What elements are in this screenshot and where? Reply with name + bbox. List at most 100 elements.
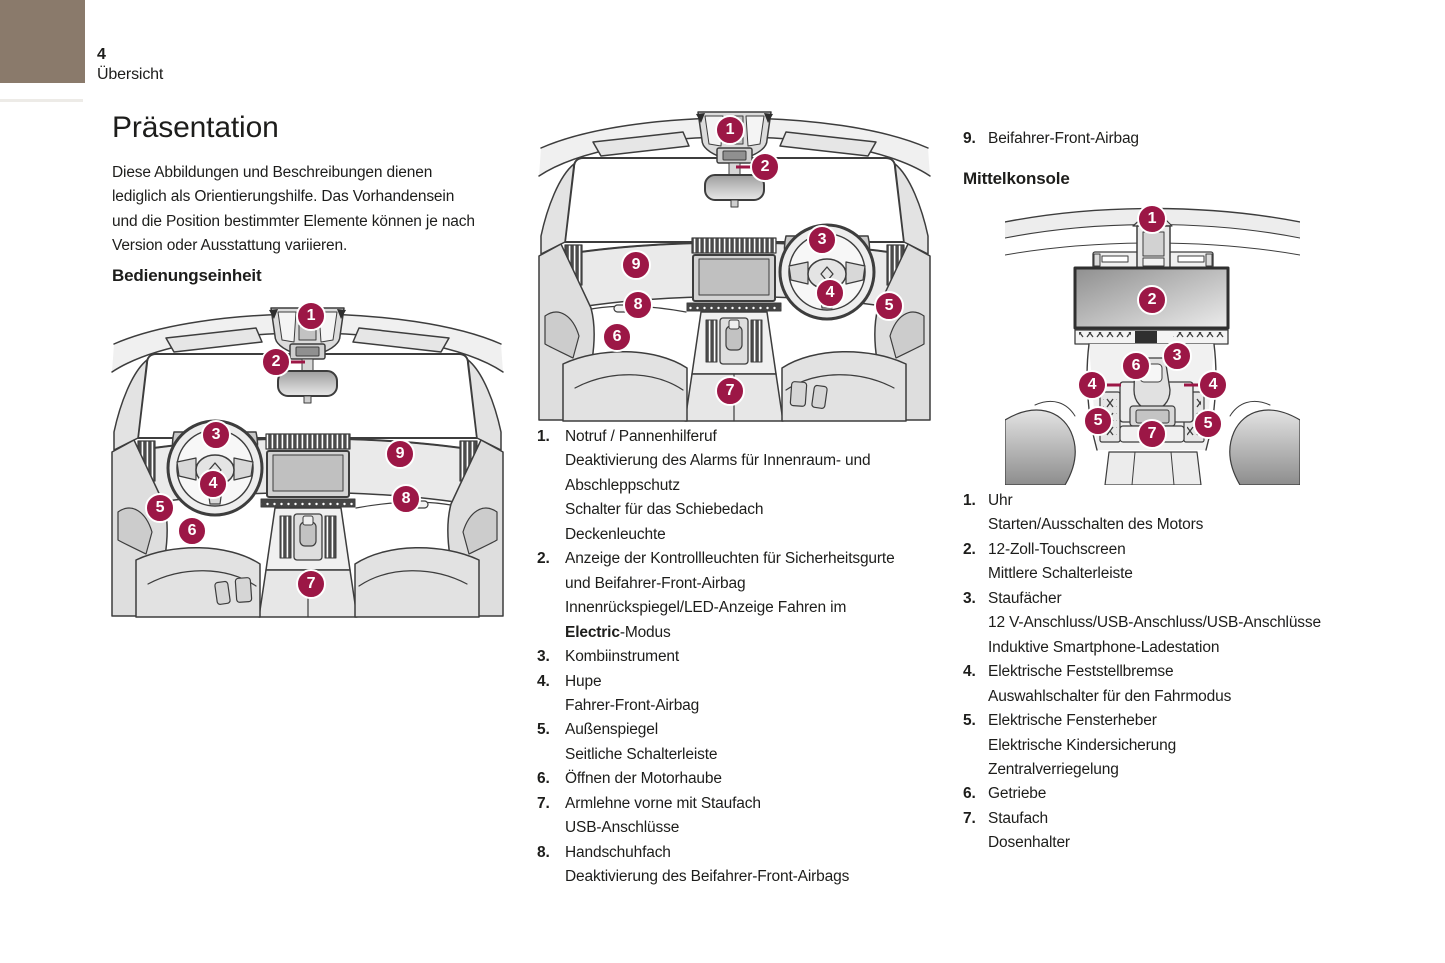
subheading-bedienungseinheit: Bedienungseinheit [112, 266, 262, 285]
callout-pointer-line [1104, 383, 1121, 387]
callout-badge-1: 1 [715, 115, 745, 145]
list-item-number: 5. [537, 721, 550, 739]
page-number: 4 [97, 46, 106, 63]
text-line: Elektrische Feststellbremse [988, 663, 1174, 681]
text-line: lediglich als Orientierungshilfe. Das Vo… [112, 188, 455, 206]
callout-badge-1: 1 [296, 301, 326, 331]
text-line: Kombiinstrument [565, 648, 680, 666]
list-item-number: 6. [537, 770, 550, 788]
callout-badge-5: 5 [874, 291, 904, 321]
dashboard-illustration-rhd [537, 110, 932, 422]
callout-badge-1: 1 [1137, 204, 1167, 234]
callout-badge-9: 9 [621, 250, 651, 280]
section-title: Übersicht [97, 66, 164, 83]
text-line: 12 V-Anschluss/USB-Anschluss/USB-Anschlü… [988, 614, 1321, 632]
text-line: Uhr [988, 492, 1013, 509]
text-line: Mittlere Schalterleiste [988, 565, 1133, 583]
subheading-mittelkonsole: Mittelkonsole [963, 169, 1070, 188]
callout-badge-4: 4 [198, 469, 228, 499]
text-line: Starten/Ausschalten des Motors [988, 516, 1204, 534]
list-item-number: 4. [963, 663, 976, 681]
list-item-number: 7. [963, 809, 976, 827]
intro-paragraph: Diese Abbildungen und Beschreibungen die… [112, 161, 475, 259]
text-line: Seitliche Schalterleiste [565, 745, 718, 763]
text-line: Elektrische Kindersicherung [988, 736, 1177, 754]
text-line: Innenrückspiegel/LED-Anzeige Fahren im [565, 599, 847, 617]
callout-pointer-line [288, 360, 305, 364]
list-item-number: 1. [963, 492, 976, 509]
list-item-number: 1. [537, 428, 550, 445]
list-item-text: Beifahrer-Front-Airbag [988, 130, 1139, 147]
text-line: Öffnen der Motorhaube [565, 770, 722, 788]
list-item-9: 9. Beifahrer-Front-Airbag [963, 127, 1139, 151]
callout-badge-6: 6 [602, 322, 632, 352]
list-item-lines: Kombiinstrument [565, 645, 940, 669]
text-line: Armlehne vorne mit Staufach [565, 794, 761, 812]
text-line: und die Position bestimmter Elemente kön… [112, 212, 475, 230]
callout-badge-4: 4 [1077, 370, 1107, 400]
callout-badge-2: 2 [1137, 285, 1167, 315]
list-item-number: 2. [963, 540, 976, 558]
text-line: Deckenleuchte [565, 525, 666, 543]
text-line: Abschleppschutz [565, 476, 680, 494]
callout-badge-6: 6 [177, 516, 207, 546]
callout-badge-7: 7 [296, 569, 326, 599]
text-line: Dosenhalter [988, 834, 1070, 852]
list-item-number: 2. [537, 550, 550, 568]
list-item-number: 7. [537, 794, 550, 812]
text-line: 12-Zoll-Touchscreen [988, 540, 1126, 558]
callout-badge-8: 8 [623, 290, 653, 320]
list-item: 6.Getriebe [963, 782, 1353, 806]
text-line: Schalter für das Schiebedach [565, 501, 764, 519]
text-line: Anzeige der Kontrollleuchten für Sicherh… [565, 550, 895, 568]
list-item: 6. Öffnen der Motorhaube [537, 767, 940, 791]
callout-badge-4: 4 [815, 278, 845, 308]
callout-badge-5: 5 [145, 493, 175, 523]
section-color-tab [0, 0, 85, 83]
text-line: Staufach [988, 809, 1048, 827]
text-line: Elektrische Fensterheber [988, 712, 1157, 730]
callout-badge-6: 6 [1121, 351, 1151, 381]
callout-badge-7: 7 [1137, 419, 1167, 449]
text-line: Fahrer-Front-Airbag [565, 696, 700, 714]
text-line: Version oder Ausstattung variieren. [112, 237, 348, 255]
text-line: Diese Abbildungen und Beschreibungen die… [112, 164, 433, 181]
list-item-lines: Staufächer 12 V-Anschluss/USB-Anschluss/U… [988, 587, 1353, 660]
list-item: 2. Anzeige der Kontrollleuchten für Siche… [537, 547, 940, 645]
text-line: Staufächer [988, 589, 1062, 607]
list-item-number: 5. [963, 712, 976, 730]
callout-badge-9: 9 [385, 439, 415, 469]
callout-badge-5: 5 [1193, 409, 1223, 439]
text-line: Induktive Smartphone-Ladestation [988, 638, 1220, 656]
callout-pointer-line [736, 165, 753, 169]
text-line: Notruf / Pannenhilferuf [565, 428, 717, 445]
text-line: Getriebe [988, 785, 1047, 803]
callout-badge-3: 3 [1162, 341, 1192, 371]
callout-badge-7: 7 [715, 376, 745, 406]
list-item-number: 9. [963, 130, 976, 147]
page-title: Präsentation [112, 111, 279, 144]
